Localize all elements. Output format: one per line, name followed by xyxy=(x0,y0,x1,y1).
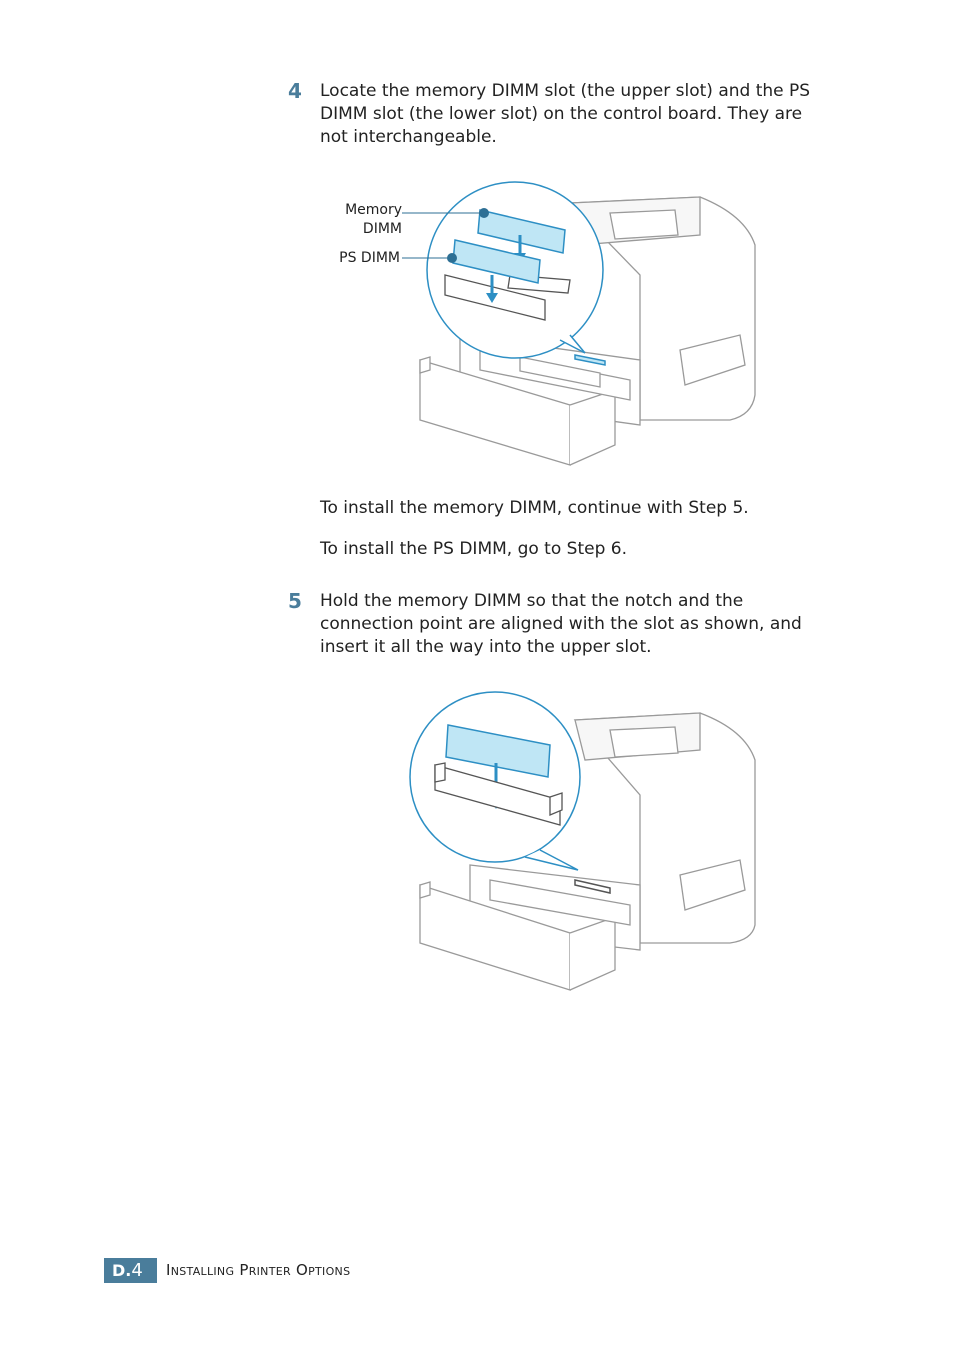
printer-dimm-slots-illustration xyxy=(402,181,756,466)
footer-page-number: 4 xyxy=(131,1260,143,1281)
step-5-line-3: insert it all the way into the upper slo… xyxy=(320,637,652,657)
step-5-line-1: Hold the memory DIMM so that the notch a… xyxy=(320,591,744,611)
footer-section: D. xyxy=(112,1261,132,1280)
footer-chapter-title: Installing Printer Options xyxy=(166,1261,351,1279)
step-4-line-2: DIMM slot (the lower slot) on the contro… xyxy=(320,104,803,124)
memory-dimm-label-line-2: DIMM xyxy=(362,221,402,237)
footer-page-badge: D.4 xyxy=(104,1258,157,1283)
step-5-line-2: connection point are aligned with the sl… xyxy=(320,614,802,634)
memory-dimm-label: Memory DIMM xyxy=(330,201,402,239)
step-5-text: Hold the memory DIMM so that the notch a… xyxy=(320,590,850,659)
ps-dimm-label: PS DIMM xyxy=(339,250,400,266)
step-4-text: Locate the memory DIMM slot (the upper s… xyxy=(320,80,850,149)
note-memory-dimm: To install the memory DIMM, continue wit… xyxy=(320,498,749,518)
step-4-line-3: not interchangeable. xyxy=(320,127,497,147)
step-5-number: 5 xyxy=(288,589,302,613)
memory-dimm-label-line-1: Memory xyxy=(345,202,402,218)
insert-memory-dimm-illustration xyxy=(409,691,756,991)
step-4-number: 4 xyxy=(288,79,302,103)
step-4-line-1: Locate the memory DIMM slot (the upper s… xyxy=(320,81,811,101)
note-ps-dimm: To install the PS DIMM, go to Step 6. xyxy=(320,539,627,559)
